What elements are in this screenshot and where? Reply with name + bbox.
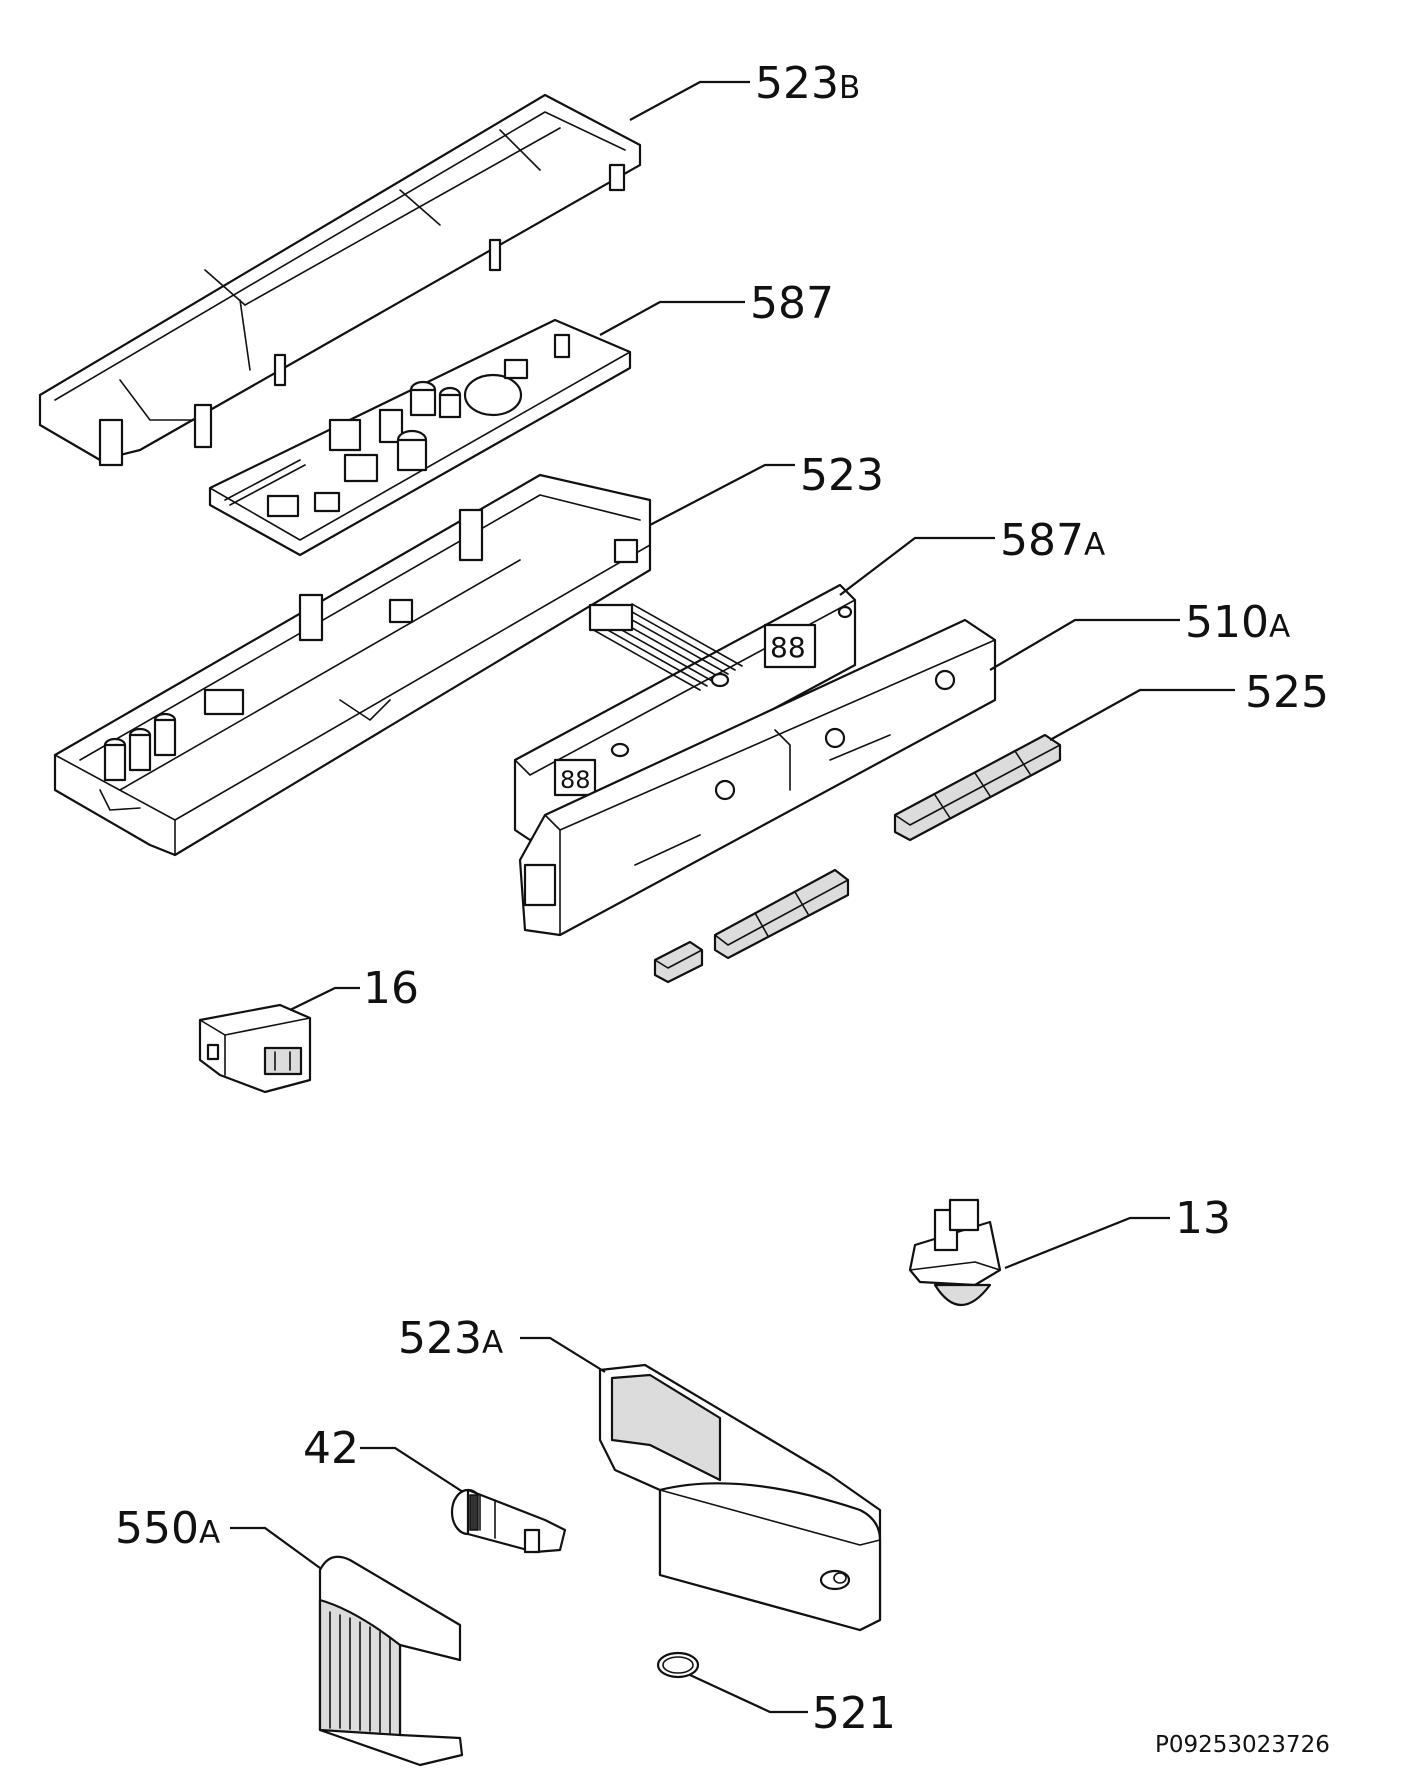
callout-521: 521 xyxy=(812,1688,896,1739)
leader-16 xyxy=(289,986,360,1011)
leader-587 xyxy=(599,300,745,336)
button-strip-left xyxy=(713,868,850,960)
callout-16: 16 xyxy=(363,963,419,1014)
leader-13 xyxy=(1004,1216,1170,1270)
part-587A-display-board: 88 88 xyxy=(513,583,857,842)
leader-lines xyxy=(230,80,1235,1714)
leader-550A xyxy=(230,1526,321,1569)
button-strip-right xyxy=(893,733,1062,842)
svg-text:88: 88 xyxy=(560,766,591,794)
part-13-lamp-holder xyxy=(908,1198,1002,1307)
callout-550A: 550A xyxy=(115,1503,220,1554)
part-523-main-housing xyxy=(53,473,652,857)
part-510A-fascia-frame xyxy=(518,618,997,937)
callout-42: 42 xyxy=(303,1423,359,1474)
part-42-lamp-socket xyxy=(450,1488,567,1554)
callout-510A: 510A xyxy=(1185,597,1290,648)
leader-510A xyxy=(989,618,1180,671)
callout-523B: 523B xyxy=(755,58,860,109)
leader-42 xyxy=(360,1446,464,1493)
callout-587: 587 xyxy=(750,278,834,329)
part-525-button-strips xyxy=(653,733,1062,984)
leader-525 xyxy=(1049,688,1235,741)
leader-521 xyxy=(689,1674,808,1714)
document-code: P09253023726 xyxy=(1155,1732,1330,1758)
part-523A-lamp-cover xyxy=(598,1363,882,1632)
callout-587A: 587A xyxy=(1000,515,1105,566)
button-single xyxy=(653,940,704,984)
callout-523A: 523A xyxy=(398,1313,503,1364)
leader-523 xyxy=(649,463,795,526)
leader-523B xyxy=(629,80,750,121)
svg-text:88: 88 xyxy=(770,631,806,664)
callout-523: 523 xyxy=(800,450,884,501)
callout-525: 525 xyxy=(1245,667,1329,718)
part-587-control-board xyxy=(208,318,632,557)
part-523B-top-cover xyxy=(38,93,642,467)
callout-labels: 523B 587 523 587A 510A 525 16 13 523A 42… xyxy=(115,58,1329,1739)
callout-13: 13 xyxy=(1175,1193,1231,1244)
part-521-o-ring xyxy=(656,1651,700,1679)
part-16-rocker-switch xyxy=(198,1003,312,1094)
part-550A-diffuser xyxy=(318,1555,464,1767)
leader-523A xyxy=(520,1336,606,1373)
leader-587A xyxy=(839,536,995,596)
